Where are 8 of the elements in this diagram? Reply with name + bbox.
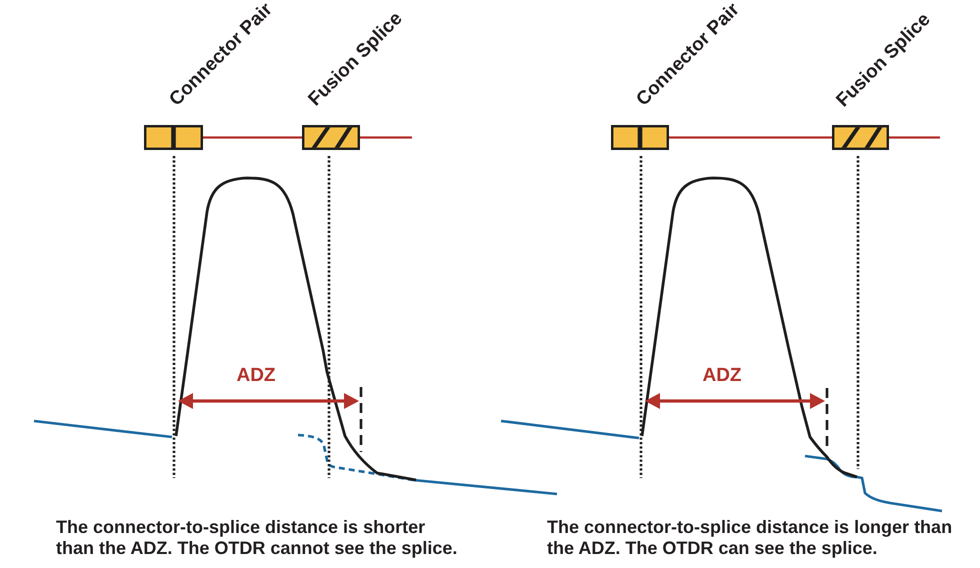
caption-text: The connector-to-splice distance is shorter than the ADZ. The OTDR cannot see the splice. xyxy=(56,517,458,559)
caption-text: The connector-to-splice distance is longer than the ADZ. The OTDR can see the splice. xyxy=(547,517,954,559)
fiber-line xyxy=(669,136,832,139)
dimension-label: ADZ xyxy=(702,365,742,387)
fiber-line xyxy=(889,136,940,139)
dimension-label: ADZ xyxy=(236,365,276,387)
fiber-line xyxy=(203,136,302,139)
fiber-line xyxy=(360,136,412,139)
